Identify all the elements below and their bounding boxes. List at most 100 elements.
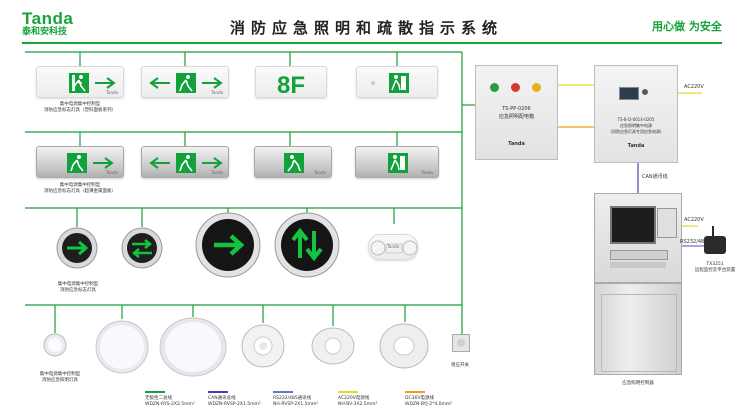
distribution-model: TS-PP-0206 — [502, 106, 531, 112]
caption-row3: 集中电源集中控制型 消防应急标志灯具 — [57, 282, 99, 293]
floor-sign-white: 8F — [255, 66, 327, 99]
spot-ceiling-light-3 — [379, 323, 429, 369]
power-brand: Tanda — [627, 143, 645, 149]
exit-door-sign-white — [356, 66, 438, 98]
indicator-yellow — [532, 83, 541, 92]
legend-spec: WDZN-RVSP-2X1.5mm² — [208, 402, 261, 407]
panel-ceiling-light-medium — [95, 320, 149, 374]
distribution-name: 应急照明配电箱 — [498, 114, 534, 120]
controller-cabinet-top — [594, 193, 682, 283]
twin-spot-emergency-light: Tanda — [368, 234, 418, 260]
legend-swatch — [208, 391, 228, 393]
running-man-left-icon — [284, 153, 304, 173]
running-man-right-icon — [67, 153, 114, 173]
wire-label-rs: RS232/485 — [680, 239, 708, 245]
caption-sensor: 感应开关 — [451, 363, 469, 368]
exit-door-icon — [388, 153, 408, 173]
caption-row1: 集中电源集中控制型 消防应急标志灯具（塑料面板系列） — [44, 102, 116, 113]
panel-ceiling-light-large — [159, 317, 227, 377]
double-arrow-icon — [131, 239, 153, 258]
twin-lamp-icon — [370, 240, 418, 256]
antenna-icon — [712, 226, 714, 236]
exit-sign-bidirectional-white: Tanda — [141, 66, 229, 98]
power-line3: (消防应急灯具专用应急电源) — [610, 129, 662, 134]
legend-swatch — [145, 391, 165, 393]
wire-label-ac-top: AC220V — [684, 84, 704, 90]
exit-door-icon — [371, 73, 409, 93]
arrow-up-icon — [291, 227, 309, 258]
controller-side-panel — [657, 208, 677, 238]
sign-brand-mark: Tanda — [211, 170, 223, 175]
arrow-down-icon — [305, 231, 323, 262]
brand-name-cn: 泰和安科技 — [22, 27, 68, 37]
large-round-sign-arrow — [195, 212, 261, 278]
wire-label-ac-mid: AC220V — [684, 217, 704, 223]
controller-monitor — [610, 206, 656, 244]
power-display — [619, 87, 639, 100]
round-floor-sign-bidirectional — [121, 227, 163, 269]
page-title: 消防应急照明和疏散指示系统 — [230, 19, 504, 37]
double-arrow-exit-icon — [149, 73, 223, 93]
legend-swatch — [273, 391, 293, 393]
exit-sign-right-metal: Tanda — [36, 146, 124, 178]
legend-swatch — [338, 391, 358, 393]
running-man-right-icon — [69, 73, 116, 93]
legend-name: AC220V电源线 — [338, 396, 370, 401]
arrow-right-icon — [67, 240, 89, 256]
distribution-brand: Tanda — [508, 141, 525, 147]
spot-ceiling-light-1 — [241, 324, 285, 368]
large-round-sign-up-down — [274, 212, 340, 278]
exit-sign-left-metal: Tanda — [254, 146, 332, 178]
sign-brand-mark: Tanda — [106, 170, 118, 175]
legend-spec: NH-RVSP-2X1.5mm² — [273, 402, 319, 407]
caption-row4: 集中电源集中控制型 消防应急照明灯具 — [39, 372, 81, 383]
legend-name: CAN通讯总线 — [208, 396, 236, 401]
sign-brand-mark: Tanda — [106, 90, 118, 95]
exit-door-sign-metal: Tanda — [355, 146, 439, 178]
legend-name: DC36V电源线 — [405, 396, 434, 401]
central-power-panel: TS-B-D-0014-0205 应急照明集中电源 (消防应急灯具专用应急电源)… — [594, 65, 678, 163]
arrow-right-icon — [214, 234, 245, 256]
legend-spec: NH-BV-3X2.5mm² — [338, 402, 378, 407]
legend-name: RS232/485通讯线 — [273, 396, 312, 401]
sensor-icon — [457, 339, 465, 347]
indicator-red — [511, 83, 520, 92]
distribution-panel: TS-PP-0206 应急照明配电箱 Tanda — [475, 65, 558, 160]
power-line2: 应急照明集中电源 — [620, 123, 652, 128]
header-divider — [22, 42, 722, 44]
exit-sign-right-white: Tanda — [36, 66, 124, 98]
brand-logo: Tanda 泰和安科技 — [22, 10, 73, 38]
sign-brand-mark: Tanda — [421, 170, 433, 175]
power-model: TS-B-D-0014-0205 — [617, 117, 655, 122]
power-knob — [642, 89, 648, 95]
controller-label: 应急照明控制器 — [622, 381, 654, 386]
sensor-switch — [452, 334, 470, 352]
controller-printer — [610, 262, 666, 268]
legend-swatch — [405, 391, 425, 393]
sign-brand-mark: Tanda — [314, 170, 326, 175]
legend-name: 无极性二总线 — [145, 396, 172, 401]
cabinet-door — [601, 294, 677, 372]
device-caption: TX3251 远程监控云平台装置 — [694, 262, 736, 273]
round-floor-sign-arrow — [56, 227, 98, 269]
ac220v-wires — [558, 84, 702, 227]
spot-ceiling-light-2 — [311, 327, 355, 365]
wire-label-can: CAN通讯线 — [642, 174, 668, 180]
legend-spec: WDZN-BYJ-2*4.0mm² — [405, 402, 453, 407]
controller-keypad — [610, 250, 668, 260]
sign-brand-mark: Tanda — [211, 90, 223, 95]
sign-brand-mark: Tanda — [387, 244, 399, 249]
slogan: 用心做 为安全 — [652, 20, 722, 33]
floor-number: 8F — [276, 72, 305, 99]
two-bus-wires — [25, 51, 475, 348]
double-arrow-exit-icon — [149, 153, 223, 173]
exit-sign-bidirectional-metal: Tanda — [141, 146, 229, 178]
remote-monitor-device — [704, 226, 726, 254]
caption-row2: 集中电源集中控制型 消防应急标志灯具（超薄金属面板） — [44, 183, 116, 194]
legend-spec: WDZN-RYS-2X2.5mm² — [145, 402, 195, 407]
brand-name-en: Tanda — [22, 9, 74, 28]
indicator-green — [490, 83, 499, 92]
small-downlight — [43, 333, 67, 357]
controller-cabinet-base — [594, 283, 682, 375]
